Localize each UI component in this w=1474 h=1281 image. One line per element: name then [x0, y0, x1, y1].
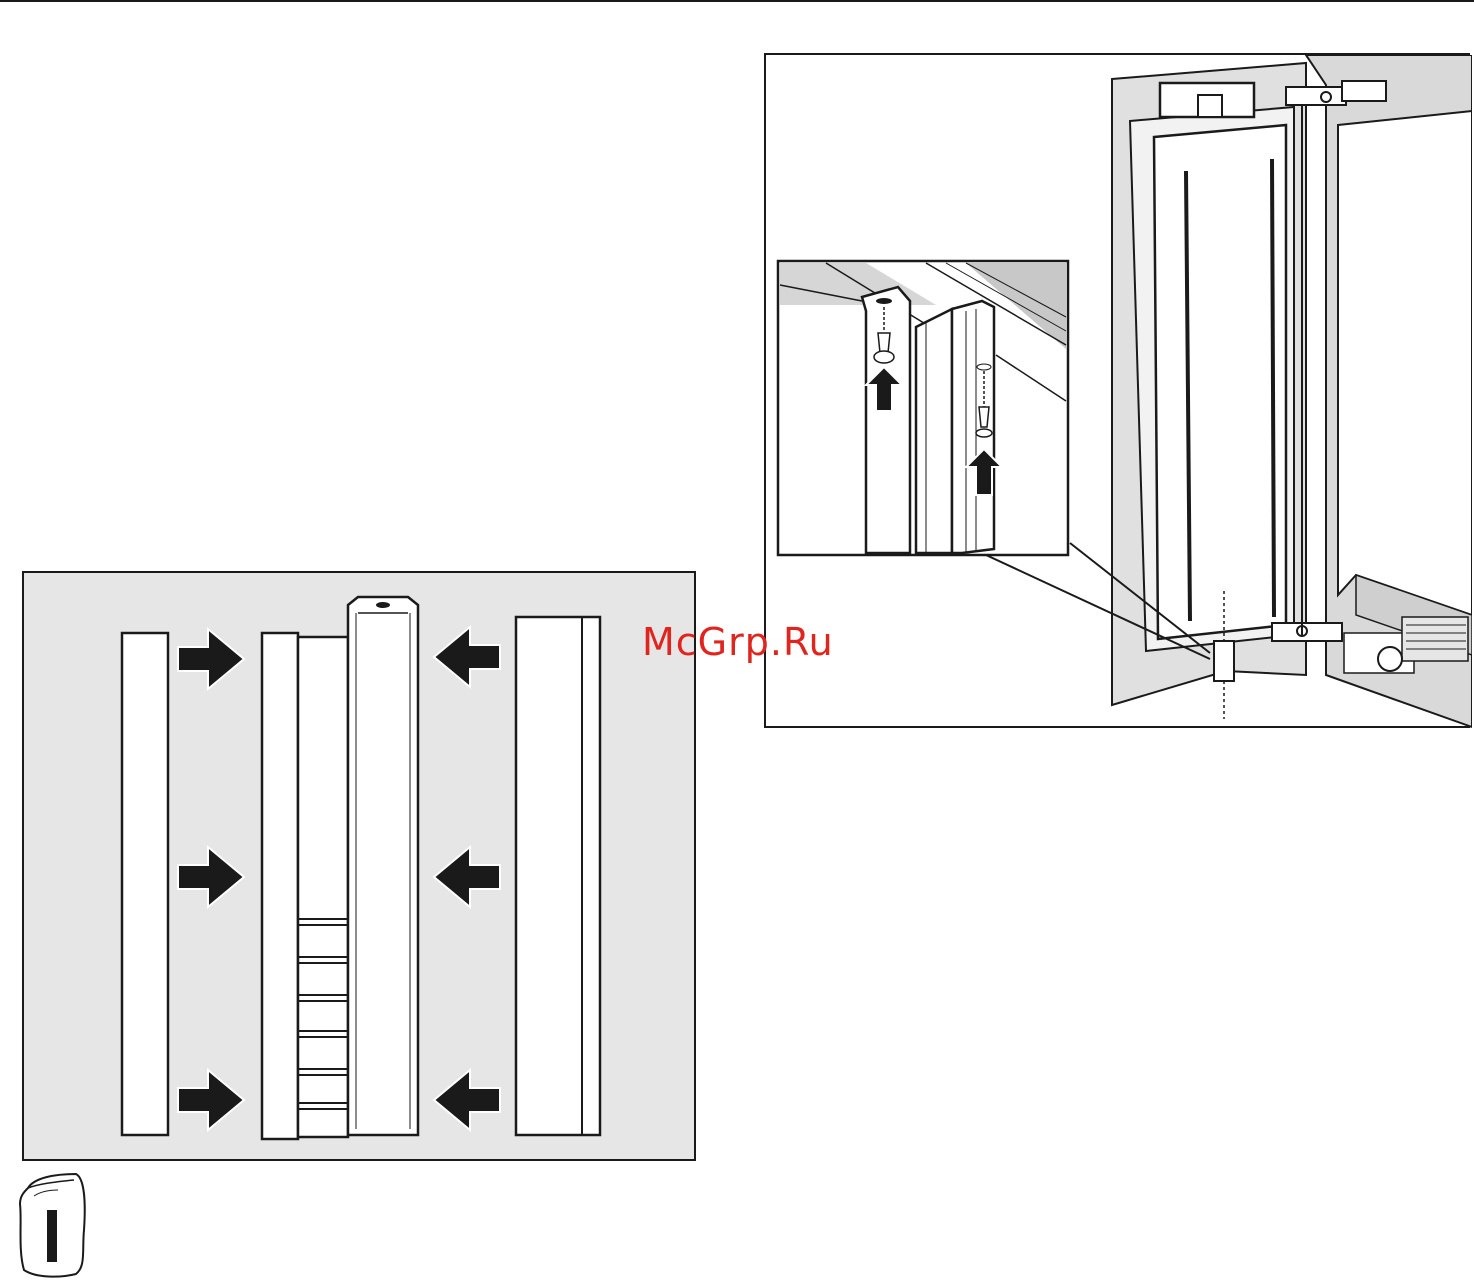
arrow-left-top — [434, 627, 500, 687]
arrow-right-top — [178, 629, 244, 689]
front-strip — [262, 633, 298, 1139]
hinge-mounting-drawing — [766, 55, 1472, 730]
watermark-text: McGrp.Ru — [642, 620, 834, 664]
panel-assembly-figure — [22, 571, 696, 1161]
arrow-right-middle — [178, 847, 244, 907]
arrow-right-bottom — [178, 1070, 244, 1130]
arrow-left-middle — [434, 847, 500, 907]
panel-assembly-drawing — [24, 573, 698, 1163]
left-trim-strip — [122, 633, 168, 1135]
door-panel — [298, 637, 348, 1137]
hinge-side-strip — [348, 597, 418, 1135]
top-rule — [0, 0, 1474, 2]
bottom-hinge — [1272, 623, 1342, 641]
right-panel — [516, 617, 600, 1135]
door-inner-panel — [1154, 125, 1286, 639]
arrow-left-bottom — [434, 1070, 500, 1130]
hinge-mounting-figure — [764, 53, 1470, 728]
accessory-bag-icon — [14, 1170, 94, 1280]
hinge-detail-inset — [778, 261, 1068, 555]
